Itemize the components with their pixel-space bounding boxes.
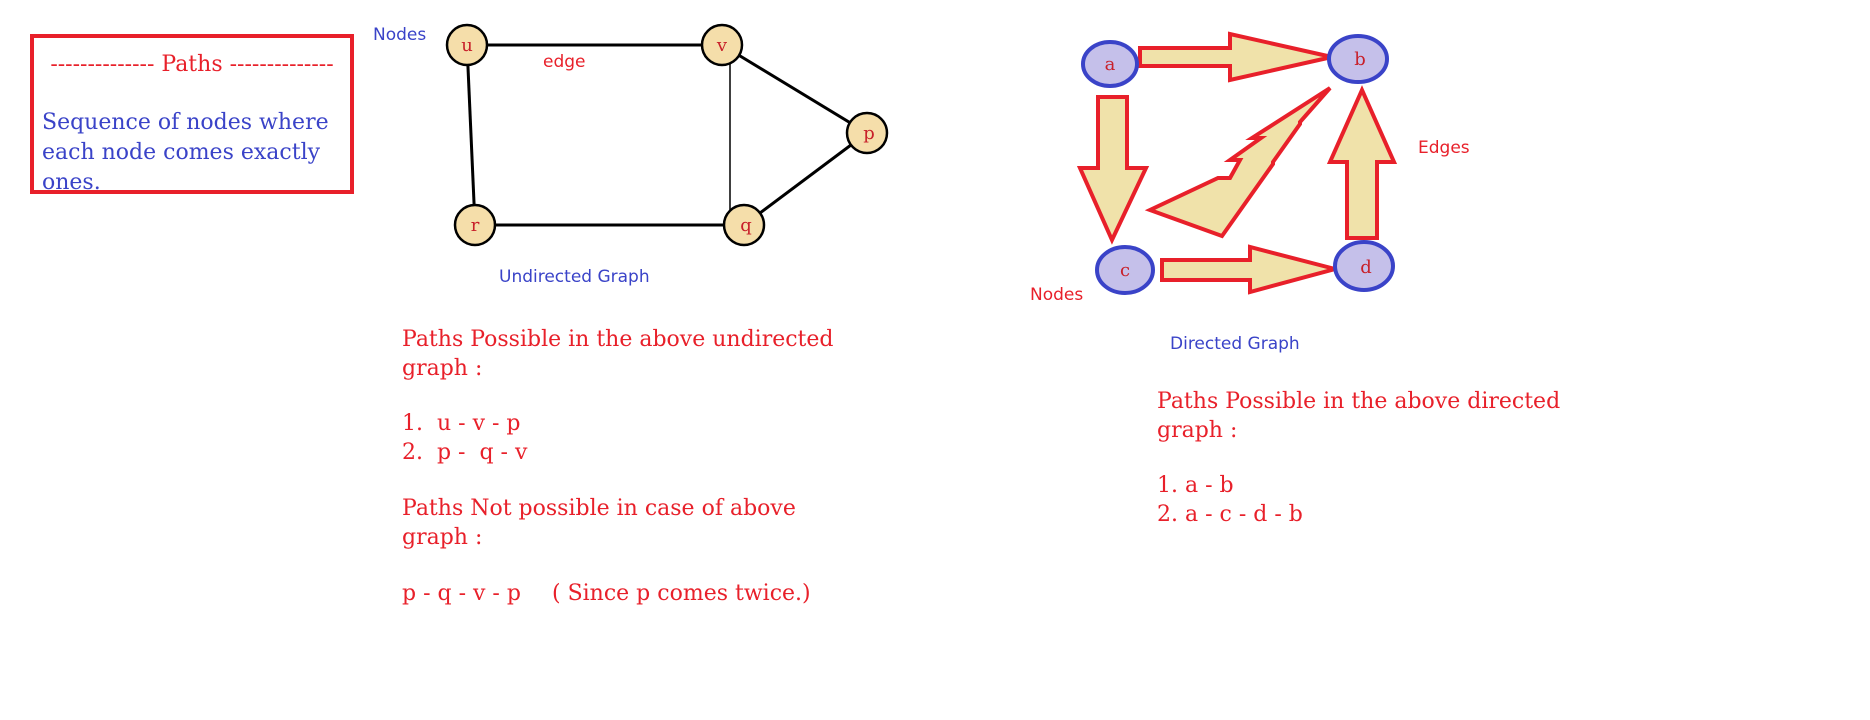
edge-u-r [465,44,477,226]
directed-caption: Directed Graph [1170,334,1300,354]
arrow-a-to-b [1138,31,1333,83]
not-possible-heading: Paths Not possible in case of above grap… [402,496,796,550]
node-q-label: q [740,215,752,236]
undirected-paths-heading: Paths Possible in the above undirected g… [402,327,834,381]
undirected-graph: u v p q r [445,23,889,247]
not-possible-reason: ( Since p comes twice.) [552,581,811,606]
edge-v-p [721,43,868,135]
undirected-caption: Undirected Graph [499,267,650,287]
arrow-c-to-d [1160,244,1343,295]
node-r-label: r [471,215,480,236]
undirected-path-2: 2. p - q - v [402,440,528,465]
undirected-path-1: 1. u - v - p [402,411,521,436]
node-v-label: v [716,35,728,56]
node-d-label: d [1360,257,1372,278]
directed-path-1: 1. a - b [1157,473,1234,498]
lightning-edge-b-to-c [1144,86,1332,239]
node-u: u [445,23,489,67]
arrow-d-to-b [1326,85,1398,240]
definition-title: -------------- Paths -------------- [50,52,334,77]
node-a: a [1081,40,1139,88]
node-b-label: b [1354,49,1366,70]
node-p: p [845,111,889,155]
node-q: q [722,203,766,247]
directed-paths-heading: Paths Possible in the above directed gra… [1157,389,1561,443]
node-b: b [1327,34,1389,84]
directed-graph: a b c d [1076,31,1398,295]
directed-path-2: 2. a - c - d - b [1157,502,1303,527]
edge-q-p [743,131,868,227]
node-p-label: p [863,123,875,144]
directed-nodes-label: Nodes [1030,285,1084,305]
node-c-label: c [1120,260,1130,281]
node-c: c [1095,245,1155,295]
arrow-a-to-c [1076,95,1150,245]
directed-edges-label: Edges [1418,138,1470,158]
node-v: v [700,23,744,67]
node-d: d [1333,240,1395,292]
definition-text: Sequence of nodes where each node comes … [42,110,329,195]
node-a-label: a [1105,54,1116,75]
undirected-nodes-label: Nodes [373,25,427,45]
node-u-label: u [461,35,473,56]
node-r: r [453,203,497,247]
undirected-edge-label: edge [543,52,586,72]
not-possible-path: p - q - v - p [402,581,521,606]
path-definition-box: -------------- Paths -------------- Sequ… [30,34,354,195]
